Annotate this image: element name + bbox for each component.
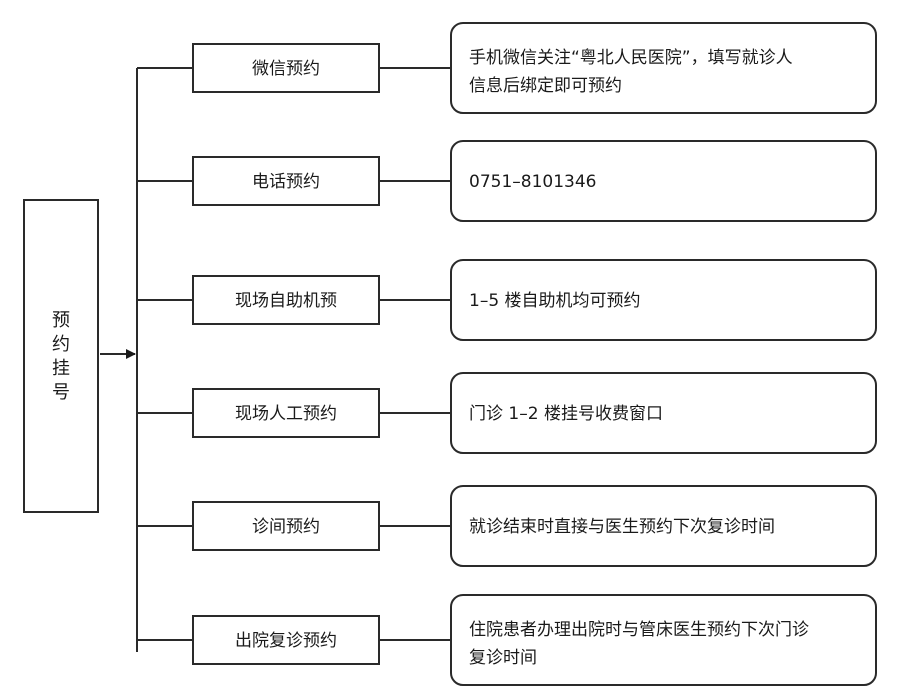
method-box [192,43,380,93]
method-label: 现场人工预约 [235,404,337,424]
detail-box [450,372,877,454]
detail-text: 信息后绑定即可预约 [469,76,622,96]
detail-text: 门诊 1–2 楼挂号收费窗口 [469,404,663,424]
detail-text: 1–5 楼自助机均可预约 [469,291,641,311]
detail-box [450,140,877,222]
method-row: 诊间预约 就诊结束时直接与医生预约下次复诊时间 [137,485,877,567]
method-box [192,615,380,665]
method-row: 电话预约 0751–8101346 [137,140,877,222]
method-label: 微信预约 [252,59,320,79]
detail-box [450,485,877,567]
method-row: 现场人工预约 门诊 1–2 楼挂号收费窗口 [137,372,877,454]
detail-text: 0751–8101346 [469,172,596,192]
method-label: 诊间预约 [252,517,320,537]
detail-text: 复诊时间 [469,648,537,668]
method-label: 电话预约 [252,172,320,192]
root-box [23,199,99,513]
method-label: 现场自助机预 [235,291,337,311]
method-box [192,156,380,206]
method-row: 现场自助机预 1–5 楼自助机均可预约 [137,259,877,341]
detail-text: 手机微信关注“粤北人民医院”，填写就诊人 [469,48,793,68]
detail-box [450,22,877,114]
detail-box [450,594,877,686]
root-label: 预约挂号 [52,310,70,403]
method-box [192,388,380,438]
detail-text: 就诊结束时直接与医生预约下次复诊时间 [469,517,775,537]
detail-box [450,259,877,341]
method-label: 出院复诊预约 [235,631,337,651]
detail-text: 住院患者办理出院时与管床医生预约下次门诊 [469,620,809,640]
